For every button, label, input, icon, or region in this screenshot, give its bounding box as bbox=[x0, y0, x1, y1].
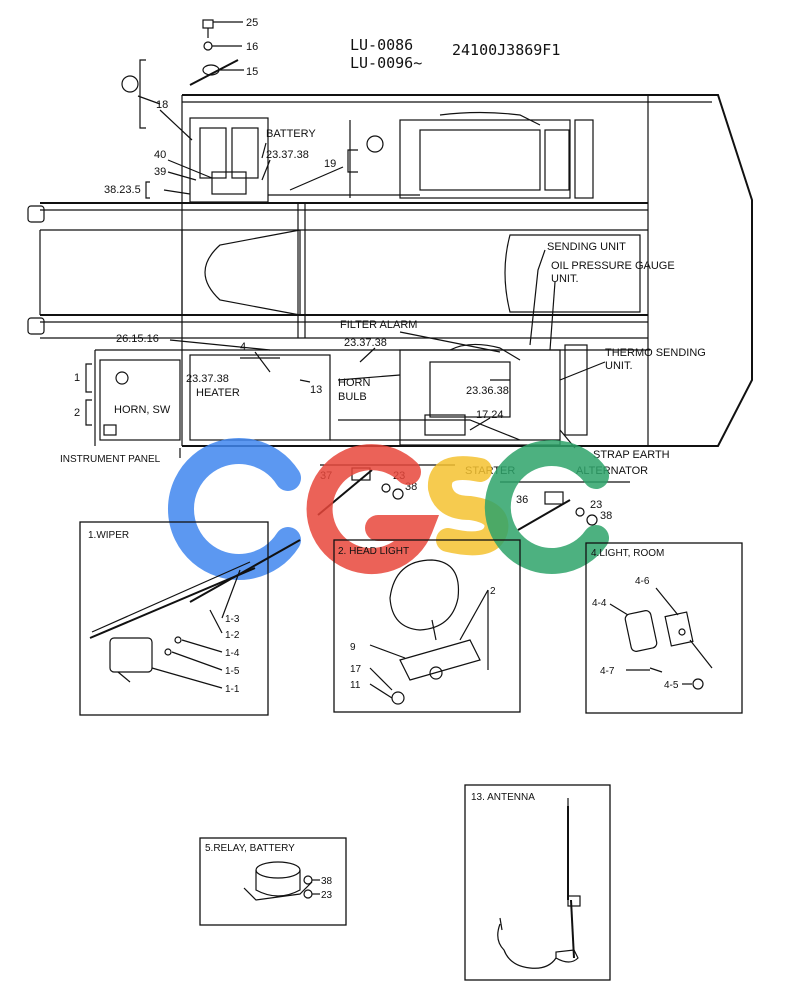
callout: 4-7 bbox=[600, 666, 615, 677]
callout: 36 bbox=[516, 494, 528, 506]
callout: 4 bbox=[240, 341, 246, 353]
callout: 23.37.38 bbox=[344, 337, 387, 349]
callout: 4-4 bbox=[592, 598, 607, 609]
callout: 38 bbox=[321, 876, 333, 887]
callout: 1-1 bbox=[225, 684, 240, 695]
callout: 17.24 bbox=[476, 409, 504, 421]
callout: 23.37.38 bbox=[266, 149, 309, 161]
label-filter-alarm: FILTER ALARM bbox=[340, 319, 417, 331]
model-number-1: LU-0086 bbox=[350, 36, 413, 54]
callout: 2 bbox=[74, 407, 80, 419]
callout: 16 bbox=[246, 41, 258, 53]
label-horn-2: BULB bbox=[338, 391, 367, 403]
label-instrument-panel: INSTRUMENT PANEL bbox=[60, 454, 161, 465]
inset-wiper: 1.WIPER 1-3 1-2 1-4 1-5 1-1 bbox=[79, 521, 301, 716]
callout: 23 bbox=[590, 499, 602, 511]
watermark-letter-c2 bbox=[484, 440, 609, 574]
label-battery: BATTERY bbox=[266, 128, 316, 140]
inset-head-light: 2. HEAD LIGHT 2 9 17 11 bbox=[333, 539, 521, 713]
callout: 19 bbox=[324, 158, 336, 170]
inset-title-wiper: 1.WIPER bbox=[88, 530, 129, 541]
callout: 38.23.5 bbox=[104, 184, 141, 196]
callout: 25 bbox=[246, 17, 258, 29]
chassis-drawing bbox=[27, 19, 753, 531]
inset-antenna: 13. ANTENNA bbox=[464, 784, 611, 981]
inset-title-relay-battery: 5.RELAY, BATTERY bbox=[205, 843, 295, 854]
label-sending-unit: SENDING UNIT bbox=[547, 241, 626, 253]
callout: 4-5 bbox=[664, 680, 679, 691]
inset-title-antenna: 13. ANTENNA bbox=[471, 792, 535, 803]
label-heater: HEATER bbox=[196, 387, 240, 399]
callout: 15 bbox=[246, 66, 258, 78]
model-number-2: LU-0096~ bbox=[350, 54, 422, 72]
label-strap-earth: STRAP EARTH bbox=[593, 449, 670, 461]
callout: 18 bbox=[156, 99, 168, 111]
callout: 1-2 bbox=[225, 630, 240, 641]
callout: 1 bbox=[74, 372, 80, 384]
component-labels: BATTERY SENDING UNIT OIL PRESSURE GAUGE … bbox=[60, 128, 706, 477]
inset-title-head-light: 2. HEAD LIGHT bbox=[338, 546, 409, 557]
inset-relay-battery: 5.RELAY, BATTERY 38 23 bbox=[199, 837, 347, 926]
label-oil-pressure-2: UNIT. bbox=[551, 273, 579, 285]
callout: 23 bbox=[321, 890, 333, 901]
watermark-letter-c1 bbox=[167, 438, 301, 580]
callout-numbers: 25 16 15 18 40 39 38.23.5 23.37.38 19 26… bbox=[74, 17, 612, 522]
watermark-letter-g bbox=[306, 444, 440, 575]
callout: 1-5 bbox=[225, 666, 240, 677]
callout: 17 bbox=[350, 664, 362, 675]
label-thermo-1: THERMO SENDING bbox=[605, 347, 706, 359]
callout: 26.15.16 bbox=[116, 333, 159, 345]
callout: 38 bbox=[600, 510, 612, 522]
callout: 1-4 bbox=[225, 648, 240, 659]
callout: 9 bbox=[350, 642, 356, 653]
callout: 1-3 bbox=[225, 614, 240, 625]
label-oil-pressure-1: OIL PRESSURE GAUGE bbox=[551, 260, 675, 272]
label-thermo-2: UNIT. bbox=[605, 360, 633, 372]
inset-light-room: 4.LIGHT, ROOM 4-6 4-4 4-7 4-5 bbox=[585, 542, 743, 714]
inset-title-light-room: 4.LIGHT, ROOM bbox=[591, 548, 664, 559]
label-horn-1: HORN bbox=[338, 377, 370, 389]
watermark-logo bbox=[167, 438, 609, 580]
callout: 4-6 bbox=[635, 576, 650, 587]
callout: 13 bbox=[310, 384, 322, 396]
label-horn-sw: HORN, SW bbox=[114, 404, 171, 416]
callout: 23.37.38 bbox=[186, 373, 229, 385]
callout: 40 bbox=[154, 149, 166, 161]
callout: 23.36.38 bbox=[466, 385, 509, 397]
callout: 39 bbox=[154, 166, 166, 178]
part-number: 24100J3869F1 bbox=[452, 41, 560, 59]
watermark-letter-s bbox=[428, 456, 509, 556]
callout: 11 bbox=[350, 680, 361, 691]
callout: 2 bbox=[490, 586, 496, 597]
